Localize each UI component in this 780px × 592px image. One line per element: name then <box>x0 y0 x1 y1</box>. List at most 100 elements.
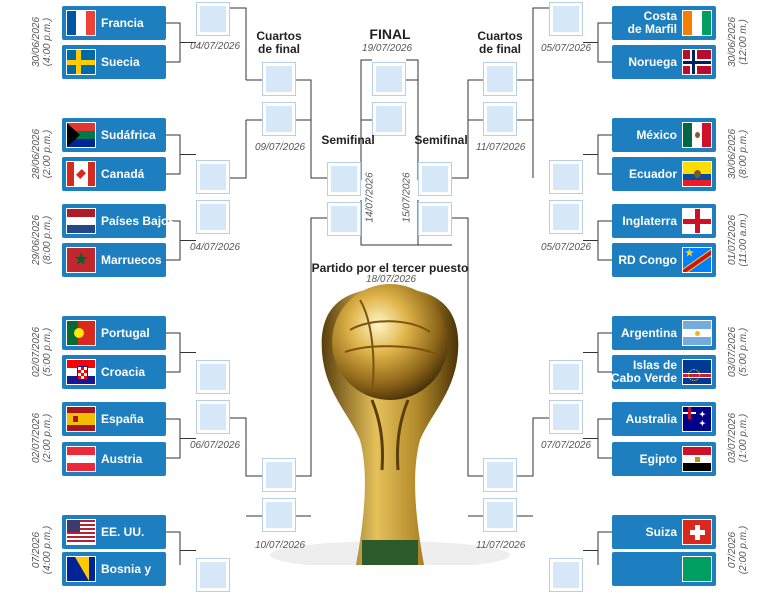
final-slot-2[interactable] <box>372 102 406 136</box>
right-r16-date-2: 05/07/2026 <box>541 242 591 253</box>
right-qf-slot-3[interactable] <box>483 458 517 492</box>
right-qf-slot-4[interactable] <box>483 498 517 532</box>
left-r16-slot-2[interactable] <box>196 160 230 194</box>
bracket-connector <box>583 333 612 372</box>
left-qf-slot-4[interactable] <box>262 498 296 532</box>
team-name: Islas de Cabo Verde <box>611 359 682 385</box>
left-qf-slot-2[interactable] <box>262 102 296 136</box>
right-team-8: Islas de Cabo Verde <box>612 355 716 389</box>
match-date: 30/06/2026 <box>727 116 738 192</box>
left-match-date-1: 30/06/2026(4:00 p.m.) <box>31 4 53 80</box>
team-name: Australia <box>612 413 682 426</box>
right-team-5: Inglaterra <box>612 204 716 238</box>
left-qf-date-1: 09/07/2026 <box>255 142 305 153</box>
bracket-connector <box>166 333 196 372</box>
switzerland-flag-icon <box>682 519 712 545</box>
team-name: España <box>96 413 166 426</box>
left-r16-date-3: 06/07/2026 <box>190 440 240 451</box>
semi-right-date: 15/07/2026 <box>402 163 413 233</box>
right-match-date-1: 30/06/2026(12:00 m.) <box>727 4 749 80</box>
left-match-date-5: 02/07/2026(2:00 p.m.) <box>31 400 53 476</box>
right-team-9: Australia✦✦ <box>612 402 716 436</box>
team-name: Suiza <box>612 526 682 539</box>
right-team-12 <box>612 552 716 586</box>
right-r16-date-1: 05/07/2026 <box>541 43 591 54</box>
egypt-flag-icon <box>682 446 712 472</box>
final-slot-1[interactable] <box>372 62 406 96</box>
usa-flag-icon <box>66 519 96 545</box>
team-name: EE. UU. <box>96 526 166 539</box>
match-date: 02/07/2026 <box>31 400 42 476</box>
left-qf-slot-3[interactable] <box>262 458 296 492</box>
australia-flag-icon: ✦✦ <box>682 406 712 432</box>
left-match-date-3: 29/06/2026(8:00 p.m.) <box>31 202 53 278</box>
left-team-11: EE. UU. <box>62 515 166 549</box>
match-time: (8:00 p.m.) <box>738 116 749 192</box>
left-r16-slot-1[interactable] <box>196 2 230 36</box>
morocco-flag-icon: ★ <box>66 247 96 273</box>
match-time: (1:00 p.m.) <box>738 400 749 476</box>
trophy-globe-icon <box>332 284 448 400</box>
left-r16-slot-6[interactable] <box>196 558 230 592</box>
left-r16-slot-5[interactable] <box>196 400 230 434</box>
left-semi-slot-1[interactable] <box>327 162 361 196</box>
right-r16-slot-1[interactable] <box>549 2 583 36</box>
semi-left-heading: Semifinal <box>313 134 383 147</box>
match-date: 29/06/2026 <box>31 202 42 278</box>
team-name: Portugal <box>96 327 166 340</box>
team-name: RD Congo <box>612 254 682 267</box>
match-date: 30/06/2026 <box>727 4 738 80</box>
right-r16-slot-3[interactable] <box>549 200 583 234</box>
left-team-9: España <box>62 402 166 436</box>
right-team-10: Egipto <box>612 442 716 476</box>
right-team-3: México <box>612 118 716 152</box>
final-heading: FINAL <box>350 28 430 41</box>
left-team-3: Sudáfrica <box>62 118 166 152</box>
bracket-connector <box>583 221 612 260</box>
right-r16-slot-4[interactable] <box>549 360 583 394</box>
left-team-1: Francia <box>62 6 166 40</box>
third-place-date: 18/07/2026 <box>366 274 436 285</box>
semi-right-heading: Semifinal <box>406 134 476 147</box>
right-semi-slot-1[interactable] <box>418 162 452 196</box>
bracket-connector <box>517 418 549 516</box>
bracket-connector <box>583 135 612 174</box>
team-name: Inglaterra <box>612 215 682 228</box>
team-name: Costa de Marfil <box>612 10 682 36</box>
right-r16-date-3: 07/07/2026 <box>541 440 591 451</box>
right-r16-slot-6[interactable] <box>549 558 583 592</box>
team-name: Marruecos <box>96 254 166 267</box>
left-match-date-2: 28/06/2026(2:00 p.m.) <box>31 116 53 192</box>
unknown-flag-icon <box>682 556 712 582</box>
right-qf-slot-1[interactable] <box>483 62 517 96</box>
right-qf-date-2: 11/07/2026 <box>476 540 525 551</box>
left-r16-slot-4[interactable] <box>196 360 230 394</box>
portugal-flag-icon <box>66 320 96 346</box>
dr-congo-flag-icon: ★ <box>682 247 712 273</box>
qf-right-heading: Cuartos de final <box>470 30 530 56</box>
right-qf-slot-2[interactable] <box>483 102 517 136</box>
bracket-connector <box>166 419 196 458</box>
team-name: Francia <box>96 17 166 30</box>
match-date: 07/2026 <box>727 512 738 588</box>
trophy-base-band <box>362 540 418 565</box>
match-date: 03/07/2026 <box>727 314 738 390</box>
right-match-date-6: 07/2026(2:00 p.m.) <box>727 512 749 588</box>
france-flag-icon <box>66 10 96 36</box>
match-date: 28/06/2026 <box>31 116 42 192</box>
mexico-flag-icon <box>682 122 712 148</box>
team-name: Sudáfrica <box>96 129 166 142</box>
left-r16-slot-3[interactable] <box>196 200 230 234</box>
right-semi-slot-2[interactable] <box>418 202 452 236</box>
right-team-6: RD Congo★ <box>612 243 716 277</box>
match-time: (2:00 p.m.) <box>738 512 749 588</box>
left-r16-date-1: 04/07/2026 <box>190 41 240 52</box>
team-name: México <box>612 129 682 142</box>
left-match-date-6: 07/2026(4:00 p.m.) <box>31 512 53 588</box>
right-r16-slot-2[interactable] <box>549 160 583 194</box>
left-qf-slot-1[interactable] <box>262 62 296 96</box>
right-r16-slot-5[interactable] <box>549 400 583 434</box>
right-team-11: Suiza <box>612 515 716 549</box>
left-semi-slot-2[interactable] <box>327 202 361 236</box>
